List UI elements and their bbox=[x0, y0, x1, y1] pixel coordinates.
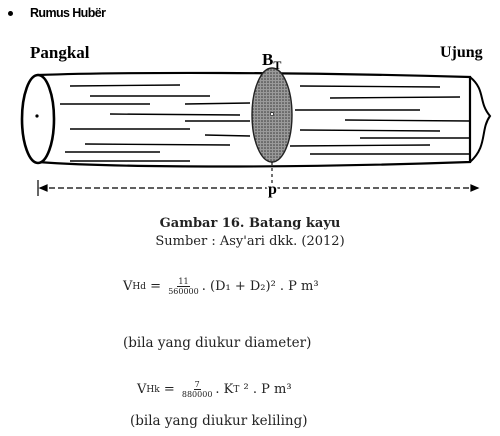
formula-fraction: 11 560000 bbox=[168, 277, 199, 296]
note-diameter: (bila yang diukur diameter) bbox=[123, 335, 312, 351]
formula-rest: . K bbox=[215, 382, 234, 397]
note-circumference: (bila yang diukur keliling) bbox=[130, 413, 308, 429]
bullet-dot-icon bbox=[8, 10, 13, 16]
formula-k-sub: T bbox=[233, 384, 240, 395]
label-ujung: Ujung bbox=[440, 44, 483, 61]
figure-caption-title: Gambar 16. Batang kayu bbox=[159, 216, 341, 231]
label-bt: BT bbox=[262, 50, 281, 72]
formula-fraction: 7 880000 bbox=[181, 380, 213, 399]
label-length-p: p bbox=[268, 181, 277, 198]
formula-v: V bbox=[137, 382, 147, 397]
figure-caption-source: Sumber : Asy'ari dkk. (2012) bbox=[155, 234, 345, 249]
formula-v-sub: Hd bbox=[132, 281, 147, 292]
formula-v-sub: Hk bbox=[146, 384, 160, 395]
wood-grain-lines bbox=[60, 84, 471, 162]
formula-v: V bbox=[123, 279, 133, 294]
section-heading: Rumus Hubër bbox=[30, 6, 106, 20]
formula-rest: . (D₁ + D₂)² . P m³ bbox=[201, 279, 319, 294]
section-bullet: Rumus Hubër bbox=[8, 6, 106, 20]
log-left-end bbox=[20, 73, 56, 165]
log-right-end bbox=[469, 76, 492, 163]
label-pangkal: Pangkal bbox=[30, 43, 90, 62]
log-figure: Pangkal Ujung BT p bbox=[20, 43, 492, 200]
length-arrow bbox=[37, 180, 480, 196]
